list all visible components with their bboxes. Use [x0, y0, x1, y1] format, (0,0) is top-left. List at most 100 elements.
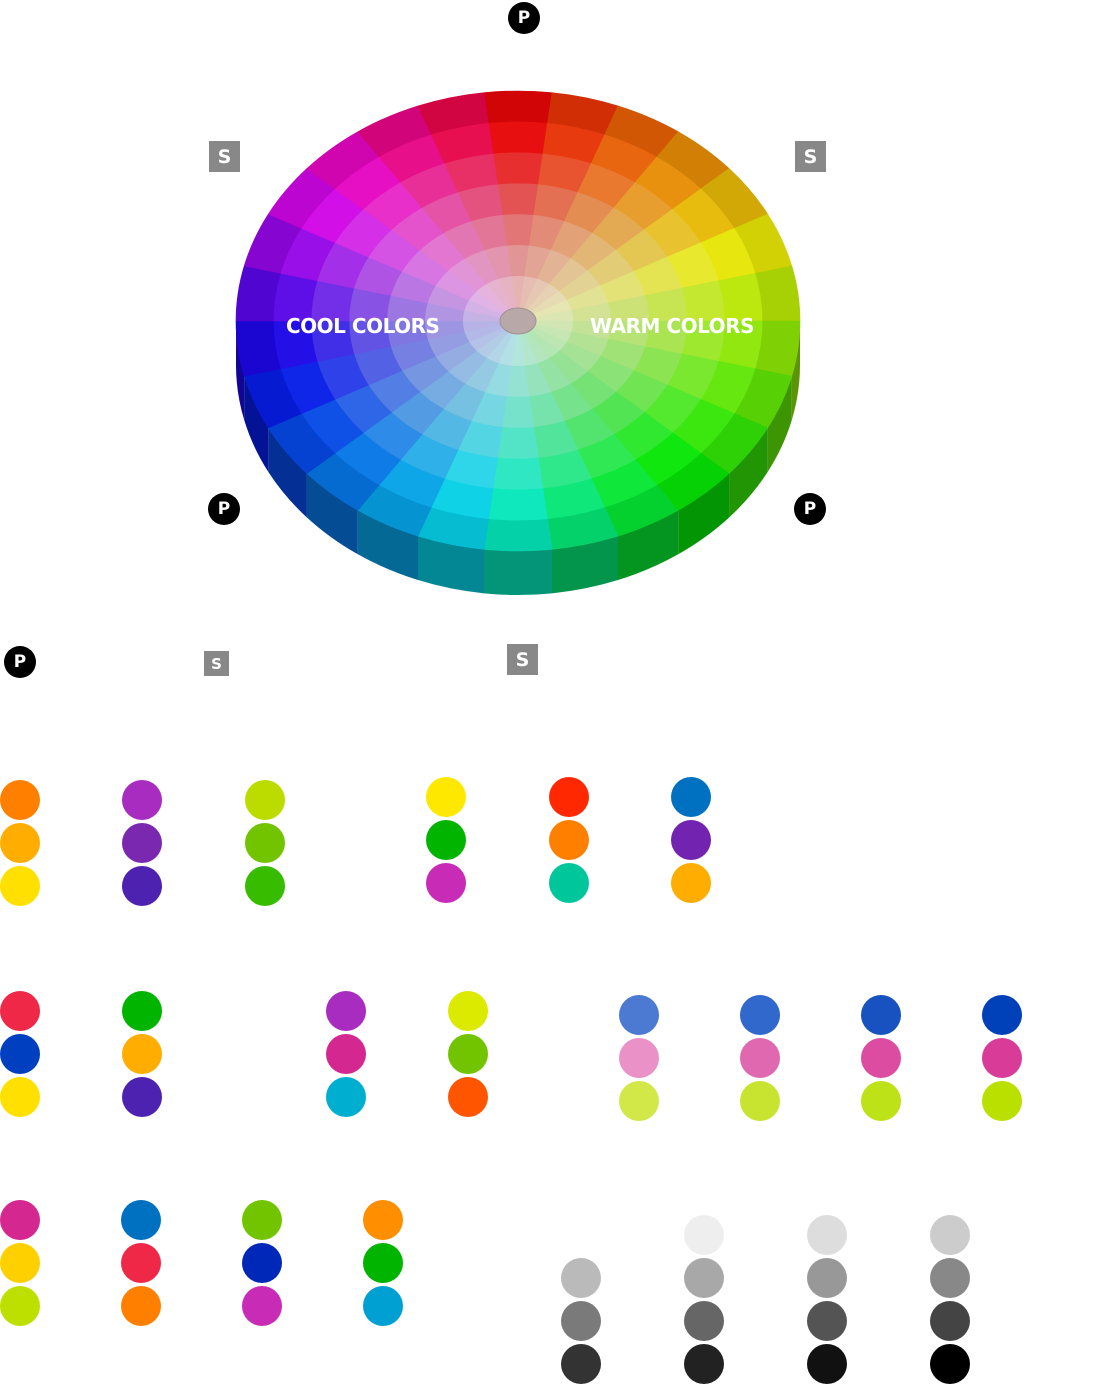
- color-swatch: [122, 866, 162, 906]
- color-swatch: [242, 1243, 282, 1283]
- color-swatch: [561, 1258, 601, 1298]
- warm-colors-label: WARM COLORS: [590, 314, 754, 338]
- color-swatch: [549, 820, 589, 860]
- wheel-side-segment: [268, 427, 307, 518]
- color-wheel: [235, 90, 801, 595]
- wheel-side: [236, 265, 800, 595]
- color-swatch: [242, 1200, 282, 1240]
- secondary-badge-right: S: [795, 141, 826, 172]
- color-swatch: [549, 863, 589, 903]
- wheel-side-segment: [357, 510, 419, 581]
- color-swatch: [671, 777, 711, 817]
- color-swatch: [982, 1038, 1022, 1078]
- color-swatch: [930, 1258, 970, 1298]
- wheel-side-segment: [617, 510, 679, 581]
- wheel-side-segment: [418, 536, 485, 594]
- color-swatch: [426, 777, 466, 817]
- color-swatch: [245, 866, 285, 906]
- color-swatch: [326, 1077, 366, 1117]
- color-swatch: [426, 820, 466, 860]
- color-swatch: [740, 995, 780, 1035]
- wheel-segment: [498, 276, 517, 309]
- legend-tertiary-badge: S: [507, 644, 538, 675]
- color-swatch: [619, 1038, 659, 1078]
- color-swatch: [448, 1077, 488, 1117]
- color-swatch: [0, 1243, 40, 1283]
- color-swatch: [121, 1200, 161, 1240]
- wheel-side-segment: [484, 549, 552, 595]
- color-swatch: [363, 1243, 403, 1283]
- color-swatch: [448, 991, 488, 1031]
- color-swatch: [930, 1215, 970, 1255]
- wheel-segment: [492, 152, 544, 185]
- color-swatch: [807, 1215, 847, 1255]
- color-swatch: [0, 866, 40, 906]
- color-swatch: [121, 1243, 161, 1283]
- color-swatch: [0, 1034, 40, 1074]
- color-swatch: [122, 780, 162, 820]
- primary-badge-right: P: [794, 493, 826, 525]
- color-swatch: [245, 780, 285, 820]
- color-swatch: [561, 1344, 601, 1384]
- color-swatch: [807, 1258, 847, 1298]
- color-swatch: [363, 1286, 403, 1326]
- color-swatch: [561, 1301, 601, 1341]
- wheel-segment: [483, 90, 553, 124]
- wheel-side-segment: [306, 473, 358, 555]
- color-swatch: [122, 1034, 162, 1074]
- color-swatch: [619, 995, 659, 1035]
- wheel-segment: [488, 487, 548, 521]
- wheel-segment: [497, 426, 539, 459]
- primary-badge-top: P: [508, 2, 540, 34]
- color-swatch: [242, 1286, 282, 1326]
- color-swatch: [549, 777, 589, 817]
- color-swatch: [122, 823, 162, 863]
- wheel-side-segment: [236, 321, 245, 421]
- cool-colors-label: COOL COLORS: [286, 314, 440, 338]
- color-swatch: [122, 991, 162, 1031]
- wheel-center-hub: [499, 307, 537, 335]
- color-swatch: [0, 1200, 40, 1240]
- color-swatch: [0, 1286, 40, 1326]
- color-swatch: [684, 1301, 724, 1341]
- wheel-side-segment: [678, 473, 730, 555]
- color-swatch: [861, 1081, 901, 1121]
- color-swatch: [930, 1301, 970, 1341]
- legend-secondary-badge: S: [204, 651, 229, 676]
- wheel-segment: [483, 518, 553, 552]
- wheel-segment: [501, 395, 535, 428]
- color-swatch: [326, 1034, 366, 1074]
- wheel-segment: [488, 121, 548, 155]
- wheel-side-segment: [729, 427, 768, 518]
- color-swatch: [0, 991, 40, 1031]
- color-swatch: [448, 1034, 488, 1074]
- color-swatch: [121, 1286, 161, 1326]
- wheel-segment: [497, 183, 539, 216]
- color-swatch: [740, 1038, 780, 1078]
- color-swatch: [671, 863, 711, 903]
- primary-badge-left: P: [208, 493, 240, 525]
- secondary-badge-left: S: [209, 141, 240, 172]
- wheel-side-segment: [791, 321, 800, 421]
- color-swatch: [684, 1215, 724, 1255]
- wheel-segment: [492, 457, 544, 490]
- color-swatch: [0, 1077, 40, 1117]
- wheel-segment: [501, 214, 535, 247]
- wheel-side-segment: [244, 376, 269, 472]
- color-swatch: [0, 823, 40, 863]
- color-swatch: [671, 820, 711, 860]
- color-swatch: [807, 1344, 847, 1384]
- color-swatch: [807, 1301, 847, 1341]
- wheel-side-segment: [551, 536, 618, 594]
- color-swatch: [740, 1081, 780, 1121]
- color-swatch: [326, 991, 366, 1031]
- color-swatch: [426, 863, 466, 903]
- color-swatch: [245, 823, 285, 863]
- color-swatch: [363, 1200, 403, 1240]
- color-swatch: [930, 1344, 970, 1384]
- color-swatch: [122, 1077, 162, 1117]
- color-swatch: [619, 1081, 659, 1121]
- color-swatch: [982, 995, 1022, 1035]
- color-swatch: [861, 995, 901, 1035]
- color-swatch: [684, 1344, 724, 1384]
